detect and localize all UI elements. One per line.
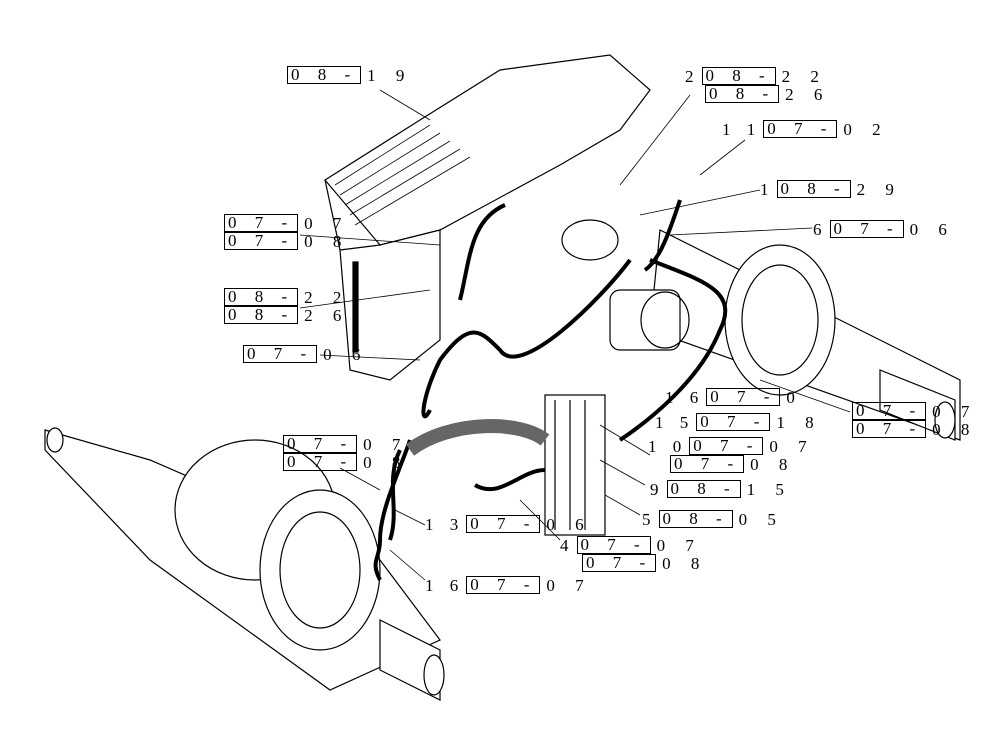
ref-suffix: 1 5 [746, 479, 792, 499]
ref-box[interactable]: 0 7 - [582, 554, 657, 572]
ref-box[interactable]: 0 7 - [696, 413, 771, 431]
ref-suffix: 1 8 [776, 412, 822, 432]
ref-suffix: 0 2 [843, 119, 889, 139]
control-valve [544, 394, 606, 536]
ref-box[interactable]: 0 7 - [670, 455, 745, 473]
leader-lines [299, 89, 851, 581]
ref-box[interactable]: 0 7 - [466, 576, 541, 594]
item-number: 1 3 [425, 514, 465, 534]
callout-08-22-26-left[interactable]: 0 8 - 2 2 0 8 - 2 6 [224, 288, 349, 324]
ref-box[interactable]: 0 8 - [224, 306, 299, 324]
ref-suffix: 0 6 [546, 514, 592, 534]
item-number: 1 6 [425, 575, 465, 595]
ref-box[interactable]: 0 8 - [776, 180, 851, 198]
ref-suffix: 0 6 [323, 344, 369, 364]
ref-suffix: 0 8 [932, 419, 978, 439]
ref-box[interactable]: 0 8 - [287, 66, 362, 84]
ref-box[interactable]: 0 8 - [705, 85, 780, 103]
ref-suffix: 2 9 [856, 179, 902, 199]
ref-box[interactable]: 0 7 - [829, 220, 904, 238]
hydraulic-tank [324, 54, 651, 381]
ref-box[interactable]: 0 7 - [283, 453, 358, 471]
ref-box[interactable]: 0 7 - [706, 388, 781, 406]
item-number: 4 [560, 535, 575, 555]
item-number: 1 1 [722, 119, 762, 139]
callout-07-07-08-left[interactable]: 0 7 - 0 7 0 7 - 0 8 [283, 435, 408, 471]
item-number: 1 5 [655, 412, 695, 432]
ref-box[interactable]: 0 7 - [224, 232, 299, 250]
ref-suffix: 2 2 [781, 66, 827, 86]
ref-suffix: 0 7 [769, 436, 815, 456]
item-number: 2 [685, 66, 700, 86]
ref-box[interactable]: 0 7 - [466, 515, 541, 533]
item-number: 6 [813, 219, 828, 239]
ref-box[interactable]: 0 8 - [658, 510, 733, 528]
ref-suffix: 0 8 [750, 454, 796, 474]
ref-suffix: 0 7 [656, 535, 702, 555]
ref-box[interactable]: 0 7 - [224, 214, 299, 232]
ref-suffix: 2 6 [785, 84, 831, 104]
ref-suffix: 2 6 [304, 305, 350, 325]
ref-suffix: 0 8 [363, 452, 409, 472]
ref-suffix: 0 7 [363, 434, 409, 454]
ref-box[interactable]: 0 8 - [701, 67, 776, 85]
item-number: 5 [642, 509, 657, 529]
item-number: 9 [650, 479, 665, 499]
item-number: 1 6 [665, 387, 705, 407]
callout-tank-cover[interactable]: 0 8 - 1 9 [287, 66, 412, 84]
ref-box[interactable]: 0 7 - [283, 435, 358, 453]
ref-box[interactable]: 0 7 - [576, 536, 651, 554]
ref-box[interactable]: 0 8 - [666, 480, 741, 498]
ref-box[interactable]: 0 7 - [689, 437, 764, 455]
ref-box[interactable]: 0 8 - [224, 288, 299, 306]
callout-07-07-08-upper[interactable]: 0 7 - 0 7 0 7 - 0 8 [224, 214, 349, 250]
perforated-panel [334, 124, 471, 226]
ref-suffix: 0 [786, 387, 803, 407]
ref-box[interactable]: 0 7 - [852, 402, 927, 420]
item-number: 1 [760, 179, 775, 199]
callout-07-07-08-right[interactable]: 0 7 - 0 7 0 7 - 0 8 [852, 402, 977, 438]
hoses [373, 199, 728, 581]
ref-suffix: 0 7 [546, 575, 592, 595]
ref-suffix: 0 7 [932, 401, 978, 421]
ref-suffix: 1 9 [367, 65, 413, 85]
ref-box[interactable]: 0 7 - [763, 120, 838, 138]
ref-suffix: 0 5 [738, 509, 784, 529]
braided-hose [405, 419, 550, 456]
item-number: 1 0 [648, 436, 688, 456]
pump [561, 219, 690, 351]
ref-box[interactable]: 0 7 - [852, 420, 927, 438]
ref-suffix: 0 8 [662, 553, 708, 573]
ref-box[interactable]: 0 7 - [243, 345, 318, 363]
ref-suffix: 0 8 [304, 231, 350, 251]
ref-suffix: 2 2 [304, 287, 350, 307]
callout-07-06-left[interactable]: 0 7 - 0 6 [243, 345, 368, 363]
front-axle [44, 427, 445, 701]
ref-suffix: 0 6 [909, 219, 955, 239]
ref-suffix: 0 7 [304, 213, 350, 233]
